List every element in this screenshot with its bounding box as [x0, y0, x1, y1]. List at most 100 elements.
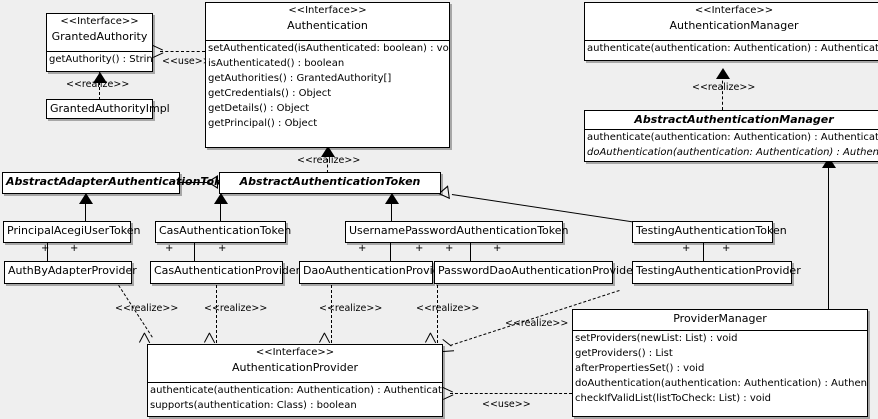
class-name-username-password-authentication-token: UsernamePasswordAuthenticationToken	[349, 224, 569, 237]
class-box-provider-manager[interactable]: ProviderManager setProviders(newList: Li…	[572, 309, 868, 417]
class-box-cas-authentication-provider[interactable]: CasAuthenticationProvider	[150, 261, 300, 284]
class-header-dao-authentication-provider: DaoAuthenticationProvider	[300, 262, 451, 283]
edge-authentication-uses-grantedauthority	[160, 51, 205, 52]
class-header-abstract-authentication-token: AbstractAuthenticationToken	[220, 173, 440, 193]
edge-abstractauthenticationmanager-realizes-authenticationmanager	[722, 70, 723, 110]
class-name-principal-acegi-user-token: PrincipalAcegiUserToken	[7, 224, 141, 237]
class-header-testing-authentication-token: TestingAuthenticationToken	[633, 222, 787, 242]
operations-authentication: setAuthenticated(isAuthenticated: boolea…	[206, 41, 449, 131]
operations-authentication-manager: authenticate(authentication: Authenticat…	[585, 41, 878, 56]
class-box-cas-authentication-token[interactable]: CasAuthenticationToken	[155, 221, 292, 243]
stereotype-label: <<Interface>>	[288, 5, 367, 16]
assoc-plus-left-1: +	[41, 243, 50, 254]
edge-abstractauthenticationtoken-realizes-authentication	[327, 148, 328, 173]
edge-label-realize-authenticationmanager: <<realize>>	[692, 82, 756, 93]
edge-daoauthenticationprovider-realizes-authenticationprovider	[331, 285, 332, 343]
class-name-authentication-provider: AuthenticationProvider	[231, 361, 359, 374]
operation-item: supports(authentication: Class) : boolea…	[150, 400, 357, 411]
assoc-plus-4-3: +	[493, 243, 502, 254]
edge-label-realize-ap-2: <<realize>>	[204, 303, 268, 314]
class-name-password-dao-authentication-provider: PasswordDaoAuthenticationProvider	[438, 264, 638, 277]
class-box-testing-authentication-token[interactable]: TestingAuthenticationToken	[632, 221, 787, 243]
class-header-auth-by-adapter-provider: AuthByAdapterProvider	[5, 262, 137, 283]
class-box-username-password-authentication-token[interactable]: UsernamePasswordAuthenticationToken	[345, 221, 569, 243]
class-box-password-dao-authentication-provider[interactable]: PasswordDaoAuthenticationProvider	[434, 261, 638, 284]
class-header-abstract-authentication-manager: AbstractAuthenticationManager	[585, 111, 878, 130]
operations-provider-manager: setProviders(newList: List) : void getPr…	[573, 331, 867, 406]
class-header-cas-authentication-provider: CasAuthenticationProvider	[151, 262, 300, 283]
edge-providermanager-uses-authenticationprovider	[450, 393, 572, 394]
class-box-auth-by-adapter-provider[interactable]: AuthByAdapterProvider	[4, 261, 137, 284]
operation-item: checkIfValidList(listToCheck: List) : vo…	[575, 393, 772, 404]
stereotype-label: <<Interface>>	[60, 16, 139, 27]
operation-item: setAuthenticated(isAuthenticated: boolea…	[208, 43, 449, 54]
class-box-granted-authority[interactable]: <<Interface>> GrantedAuthority getAuthor…	[46, 13, 153, 72]
edge-label-realize-ap-4: <<realize>>	[416, 303, 480, 314]
assoc-plus-right-1: +	[70, 243, 79, 254]
operations-granted-authority: getAuthority() : String	[47, 52, 152, 67]
class-name-provider-manager: ProviderManager	[673, 312, 767, 325]
edge-assoc-castoken-casprovider	[194, 243, 195, 262]
arrowhead-realize-grantedauthority	[93, 72, 107, 83]
class-box-testing-authentication-provider[interactable]: TestingAuthenticationProvider	[632, 261, 801, 284]
operation-item: getPrincipal() : Object	[208, 118, 318, 129]
edge-assoc-testingtoken-testingprovider	[703, 243, 704, 262]
edge-principalacegiusertoken-extends-abstractadapter	[85, 194, 86, 221]
class-header-password-dao-authentication-provider: PasswordDaoAuthenticationProvider	[435, 262, 638, 283]
class-box-authentication-manager[interactable]: <<Interface>> AuthenticationManager auth…	[584, 2, 878, 61]
arrowhead-realize-authenticationmanager	[716, 68, 730, 79]
edge-label-use-grantedauthority: <<use>>	[162, 56, 211, 67]
class-box-granted-authority-impl[interactable]: GrantedAuthorityImpl	[46, 99, 170, 119]
class-header-granted-authority: <<Interface>> GrantedAuthority	[47, 14, 152, 52]
class-name-granted-authority-impl: GrantedAuthorityImpl	[50, 102, 170, 115]
class-name-abstract-authentication-manager: AbstractAuthenticationManager	[634, 113, 834, 126]
operation-item: isAuthenticated() : boolean	[208, 58, 345, 69]
operation-item: doAuthentication(authentication: Authent…	[587, 147, 878, 158]
class-header-principal-acegi-user-token: PrincipalAcegiUserToken	[4, 222, 141, 242]
arrowhead-generalization-abstractauthenticationtoken-upt	[385, 193, 399, 204]
edge-assoc-principalacegi-authbyadapter-left	[47, 243, 48, 262]
arrowhead-realize-ap-5	[442, 339, 455, 352]
edge-label-realize-authentication: <<realize>>	[297, 155, 361, 166]
class-box-abstract-authentication-token[interactable]: AbstractAuthenticationToken	[219, 172, 441, 194]
edge-assoc-upt-passworddaoprovider	[470, 243, 471, 262]
class-box-abstract-authentication-manager[interactable]: AbstractAuthenticationManager authentica…	[584, 110, 878, 162]
assoc-plus-3-3: +	[445, 243, 454, 254]
class-header-authentication: <<Interface>> Authentication	[206, 3, 449, 41]
class-name-authentication-manager: AuthenticationManager	[669, 19, 799, 32]
edge-label-use-authenticationprovider: <<use>>	[482, 399, 531, 410]
class-header-authentication-manager: <<Interface>> AuthenticationManager	[585, 3, 878, 41]
operation-item: afterPropertiesSet() : void	[575, 363, 705, 374]
class-box-dao-authentication-provider[interactable]: DaoAuthenticationProvider	[299, 261, 451, 284]
operation-item: getCredentials() : Object	[208, 88, 332, 99]
assoc-plus-left-2: +	[165, 243, 174, 254]
edge-casauthenticationtoken-extends-abstractauthenticationtoken	[220, 194, 221, 221]
operation-item: setProviders(newList: List) : void	[575, 333, 738, 344]
edge-assoc-upt-daoprovider	[390, 243, 391, 262]
class-box-authentication-provider[interactable]: <<Interface>> AuthenticationProvider aut…	[147, 344, 443, 417]
class-name-abstract-authentication-token: AbstractAuthenticationToken	[239, 175, 421, 188]
class-name-auth-by-adapter-provider: AuthByAdapterProvider	[8, 264, 137, 277]
class-box-abstract-adapter-authentication-token[interactable]: AbstractAdapterAuthenticationToken	[2, 172, 236, 194]
arrowhead-generalization-abstractauthenticationtoken-left	[207, 175, 218, 189]
operation-item: getAuthorities() : GrantedAuthority[]	[208, 73, 392, 84]
class-box-authentication[interactable]: <<Interface>> Authentication setAuthenti…	[205, 2, 450, 148]
arrowhead-use-authenticationprovider	[442, 387, 455, 400]
operation-item: authenticate(authentication: Authenticat…	[150, 385, 442, 396]
edge-providermanager-extends-abstractauthenticationmanager	[828, 168, 829, 310]
class-name-dao-authentication-provider: DaoAuthenticationProvider	[303, 264, 451, 277]
class-name-testing-authentication-provider: TestingAuthenticationProvider	[636, 264, 801, 277]
class-header-granted-authority-impl: GrantedAuthorityImpl	[47, 100, 170, 118]
operations-abstract-authentication-manager: authenticate(authentication: Authenticat…	[585, 130, 878, 160]
arrowhead-realize-authentication	[321, 146, 335, 157]
edge-label-realize-ap-1: <<realize>>	[115, 303, 179, 314]
edge-grantedauthorityimpl-realizes-grantedauthority	[99, 72, 100, 100]
class-name-authentication: Authentication	[287, 19, 368, 32]
assoc-plus-right-2: +	[218, 243, 227, 254]
class-name-granted-authority: GrantedAuthority	[51, 30, 148, 43]
operations-authentication-provider: authenticate(authentication: Authenticat…	[148, 383, 442, 413]
class-name-cas-authentication-token: CasAuthenticationToken	[159, 224, 292, 237]
edge-passworddaoprovider-realizes-authenticationprovider	[437, 285, 438, 343]
class-box-principal-acegi-user-token[interactable]: PrincipalAcegiUserToken	[3, 221, 141, 243]
